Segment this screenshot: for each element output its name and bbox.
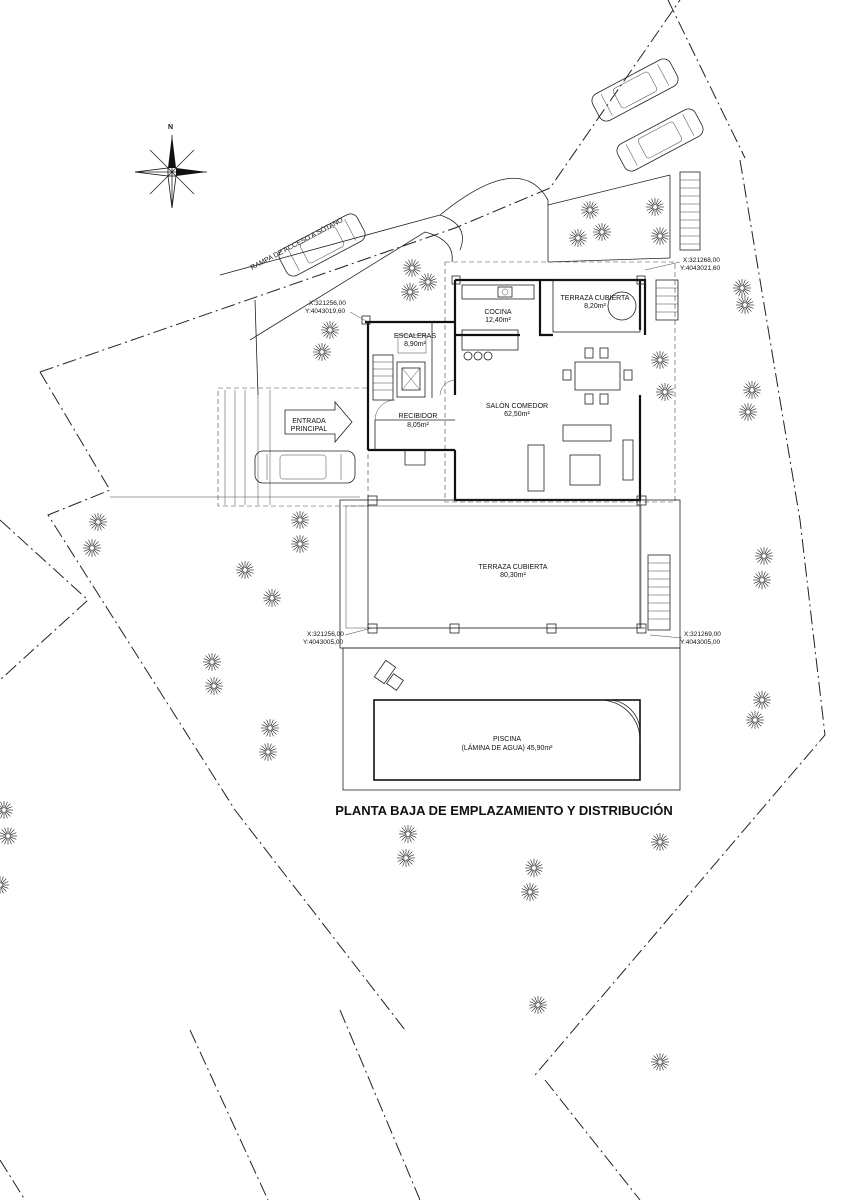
tree-icon: [733, 279, 751, 297]
living-room-furniture: [527, 424, 634, 492]
tree-icon: [203, 653, 221, 671]
tree-icon: [0, 876, 9, 894]
tree-icon: [753, 691, 771, 709]
room-name-piscina: PISCINA: [493, 736, 521, 743]
trees: [0, 198, 773, 1071]
tree-icon: [259, 743, 277, 761]
pool-area: [342, 647, 681, 791]
coord-nw-x: X:321256,00: [309, 300, 346, 307]
tree-icon: [753, 571, 771, 589]
exterior-stairs-east: [647, 554, 671, 631]
tree-icon: [651, 351, 669, 369]
room-area-piscina: (LÁMINA DE AGUA) 45,90m²: [461, 743, 553, 752]
tree-icon: [399, 825, 417, 843]
coordinate-labels: X:321256,00 Y:4043019,60 X:321268,00 Y:4…: [303, 257, 721, 646]
tree-icon: [205, 677, 223, 695]
car-icon: [278, 213, 366, 277]
tree-icon: [401, 283, 419, 301]
tree-icon: [646, 198, 664, 216]
tree-icon: [83, 539, 101, 557]
entrance-label-2: PRINCIPAL: [291, 426, 328, 433]
tree-icon: [291, 535, 309, 553]
tree-icon: [743, 381, 761, 399]
exterior-stairs-north: [655, 171, 701, 321]
room-name-recibidor: RECIBIDOR: [399, 413, 438, 420]
tree-icon: [89, 513, 107, 531]
tree-icon: [593, 223, 611, 241]
north-arrow-icon: N: [134, 124, 207, 209]
interior-staircase: [372, 334, 427, 401]
plot-boundary: [0, 0, 826, 1200]
room-area-recibidor: 8,05m²: [407, 422, 429, 429]
room-area-salon: 62,50m²: [504, 411, 530, 418]
tree-icon: [656, 383, 674, 401]
tree-icon: [581, 201, 599, 219]
tree-icon: [746, 711, 764, 729]
plan-title: PLANTA BAJA DE EMPLAZAMIENTO Y DISTRIBUC…: [335, 803, 673, 818]
tree-icon: [569, 229, 587, 247]
tree-icon: [529, 996, 547, 1014]
entrance-label-1: ENTRADA: [292, 418, 326, 425]
tree-icon: [313, 343, 331, 361]
tree-icon: [739, 403, 757, 421]
tree-icon: [651, 1053, 669, 1071]
coord-ne-x: X:321268,00: [683, 257, 720, 264]
car-icon: [616, 108, 704, 172]
north-label: N: [168, 124, 173, 131]
tree-icon: [419, 273, 437, 291]
tree-icon: [236, 561, 254, 579]
tree-icon: [321, 321, 339, 339]
room-area-escaleras: 8,90m²: [404, 341, 426, 348]
room-name-salon: SALÓN COMEDOR: [486, 401, 548, 410]
room-name-terraza-small: TERRAZA CUBIERTA: [561, 295, 630, 302]
tree-icon: [397, 849, 415, 867]
tree-icon: [651, 227, 669, 245]
tree-icon: [0, 801, 13, 819]
coord-se-x: X:321269,00: [684, 631, 721, 638]
tree-icon: [521, 883, 539, 901]
room-name-cocina: COCINA: [484, 309, 512, 316]
coord-sw-x: X:321256,00: [307, 631, 344, 638]
tree-icon: [263, 589, 281, 607]
room-area-terraza-small: 8,20m²: [584, 303, 606, 310]
tree-icon: [291, 511, 309, 529]
coord-ne-y: Y:4043021,60: [680, 265, 721, 272]
kitchen-fixtures: [461, 284, 535, 361]
room-area-terraza-large: 80,30m²: [500, 572, 526, 579]
tree-icon: [755, 547, 773, 565]
coordinate-markers: [344, 261, 683, 639]
room-area-cocina: 12,40m²: [485, 317, 511, 324]
car-icon: [254, 450, 356, 484]
dining-table: [562, 347, 633, 405]
coord-nw-y: Y:4043019,60: [305, 308, 346, 315]
tree-icon: [403, 259, 421, 277]
room-labels: COCINA 12,40m² ESCALERAS 8,90m² TERRAZA …: [291, 295, 630, 752]
room-name-terraza-large: TERRAZA CUBIERTA: [479, 564, 548, 571]
tree-icon: [0, 827, 17, 845]
tree-icon: [651, 833, 669, 851]
car-icon: [591, 58, 679, 122]
room-name-escaleras: ESCALERAS: [394, 333, 436, 340]
entrance-path: [224, 390, 353, 505]
coord-se-y: Y:4043005,00: [680, 639, 721, 646]
tree-icon: [525, 859, 543, 877]
tree-icon: [736, 296, 754, 314]
tree-icon: [261, 719, 279, 737]
coord-sw-y: Y:4043005,00: [303, 639, 344, 646]
